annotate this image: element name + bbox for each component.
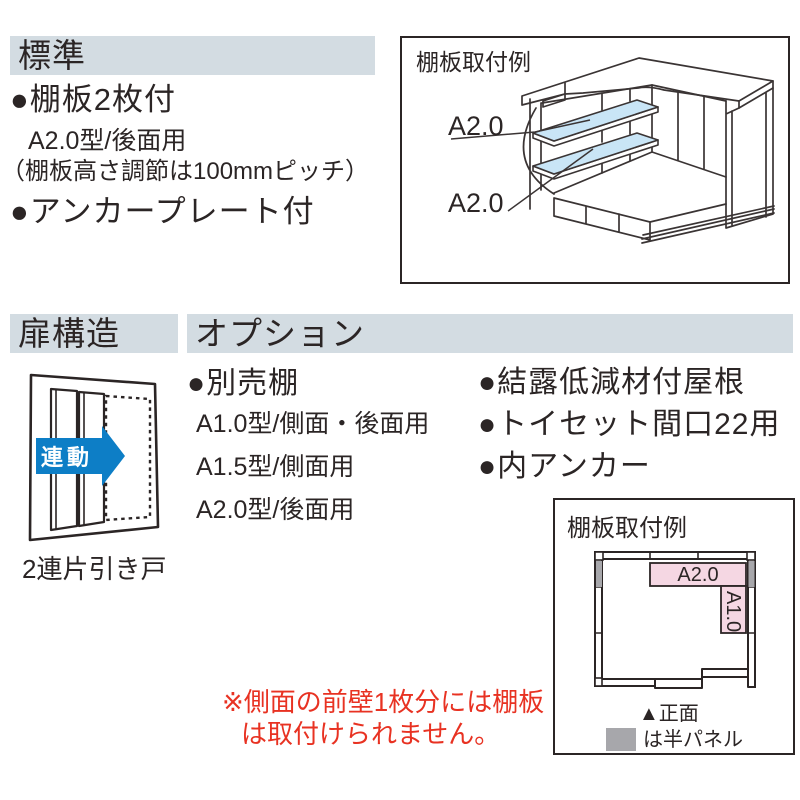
side-shelf-a10 xyxy=(720,585,747,634)
shelf-example-top-box: 棚板取付例 A2.0 A2.0 xyxy=(400,36,790,284)
front-marker: ▲正面 xyxy=(639,703,699,725)
leader-line-lower xyxy=(507,148,594,212)
half-panel-left xyxy=(596,561,602,587)
lower-shelf-board xyxy=(532,132,659,175)
plan-front-door-panel xyxy=(654,678,703,689)
cutaway-stub xyxy=(522,98,555,210)
options-item-toi-set: ●トイセット間口22用 xyxy=(478,408,781,441)
upper-shelf-board xyxy=(532,99,659,142)
left-wall-edges xyxy=(541,84,653,194)
footnote-line1: ※側面の前壁1枚分には棚板 xyxy=(222,687,545,717)
plan-recessed-door-panel xyxy=(701,668,749,680)
leader-line-upper xyxy=(450,119,591,140)
options-item-inner-anchor: ●内アンカー xyxy=(478,450,651,483)
rear-shelf-a20 xyxy=(649,562,747,587)
standard-item-shelves-pitch-note: （棚板高さ調節は100mmピッチ） xyxy=(1,158,370,185)
floor-platform xyxy=(553,197,727,241)
corner-post-tr xyxy=(746,551,756,561)
side-shelf-label: A1.0 xyxy=(722,591,744,632)
back-wall xyxy=(651,84,727,178)
options-item-roof: ●結露低減材付屋根 xyxy=(478,366,746,399)
roof-edge-thickness xyxy=(738,80,774,109)
linked-motion-arrow-icon xyxy=(36,426,125,486)
corner-post-tl xyxy=(594,551,604,561)
door-diagram: 連動 xyxy=(28,368,163,553)
standard-item-shelves: ●棚板2枚付 xyxy=(10,82,176,117)
rear-shelf-label: A2.0 xyxy=(677,564,718,586)
linked-motion-label: 連動 xyxy=(41,445,93,470)
plan-bottom-left-wall xyxy=(594,678,656,687)
options-section-header: オプション xyxy=(187,314,793,353)
plan-bottom-right-corner xyxy=(747,676,756,688)
options-item-a10: A1.0型/側面・後面用 xyxy=(196,410,430,438)
footnote: ※側面の前壁1枚分には棚板 は取付けられません。 xyxy=(222,686,544,750)
door-caption: 2連片引き戸 xyxy=(22,554,167,584)
corner-post-bl xyxy=(594,677,603,687)
half-panel-legend: は半パネル xyxy=(643,729,743,751)
plan-outer-walls xyxy=(594,551,756,688)
shelf-example-bottom-box: 棚板取付例 A2.0 A1.0 ▲正面 xyxy=(553,498,795,755)
shelf-isometric-diagram: 棚板取付例 A2.0 A2.0 xyxy=(416,49,775,244)
options-item-a20: A2.0型/後面用 xyxy=(196,496,355,524)
door-section-header: 扉構造 xyxy=(10,314,178,353)
door-rails xyxy=(641,205,775,244)
options-item-a15: A1.5型/側面用 xyxy=(196,453,355,481)
standard-item-anchor-plate: ●アンカープレート付 xyxy=(10,194,315,229)
half-panel-right xyxy=(748,561,755,587)
footnote-line2: は取付けられません。 xyxy=(241,719,501,749)
options-item-separate-shelf: ●別売棚 xyxy=(187,367,300,400)
bottom-example-title: 棚板取付例 xyxy=(567,515,687,542)
sliding-door-panel xyxy=(725,87,774,229)
standard-section-header: 標準 xyxy=(10,36,375,75)
floor-plan-diagram: A2.0 A1.0 xyxy=(594,551,756,689)
top-example-title: 棚板取付例 xyxy=(416,49,531,75)
lower-shelf-label: A2.0 xyxy=(448,188,504,218)
standard-item-shelves-type: A2.0型/後面用 xyxy=(28,127,187,155)
upper-shelf-label: A2.0 xyxy=(448,111,504,141)
half-panel-swatch-icon xyxy=(606,728,636,751)
